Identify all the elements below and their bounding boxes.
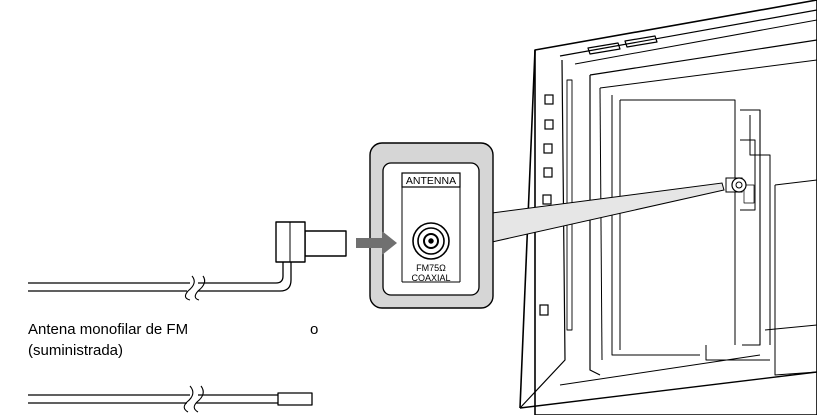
front-button <box>542 194 552 205</box>
panel-header: ANTENNA <box>406 175 456 187</box>
antenna-caption-line2: (suministrada) <box>28 342 123 359</box>
insert-arrow-icon <box>356 231 397 255</box>
front-button <box>544 94 554 105</box>
jack-label-line2: COAXIAL <box>411 273 450 283</box>
coax-socket-icon <box>412 222 450 260</box>
antenna-with-connector <box>28 221 347 301</box>
front-panel-buttons <box>539 94 554 316</box>
front-button <box>543 167 553 178</box>
or-label: o <box>310 321 318 338</box>
front-button <box>543 143 553 154</box>
unit-coax-jack <box>725 177 747 193</box>
audio-unit-illustration <box>519 0 817 415</box>
antenna-panel-callout: ANTENNA FM75Ω COAXIAL <box>369 142 494 309</box>
jack-label-line1: FM75Ω <box>416 263 446 273</box>
antenna-caption-line1: Antena monofilar de FM <box>28 321 188 338</box>
front-button <box>544 119 554 130</box>
front-button <box>539 304 549 316</box>
bare-wire-antenna <box>28 385 313 413</box>
